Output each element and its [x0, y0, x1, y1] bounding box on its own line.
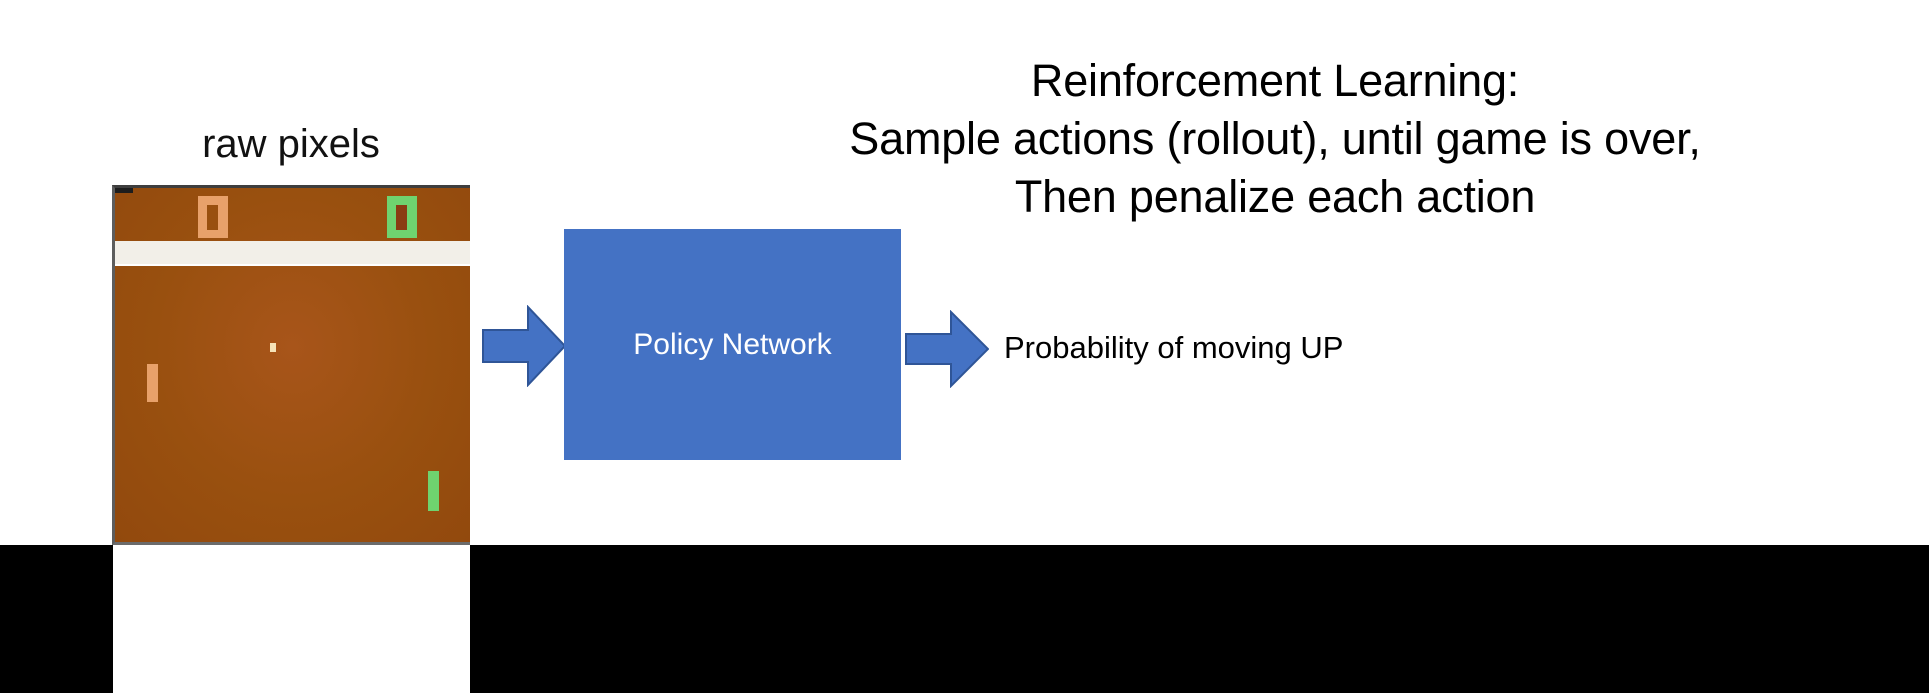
pong-score-right-hole	[396, 205, 407, 230]
pong-score-left-hole	[207, 205, 218, 230]
policy-network-label: Policy Network	[633, 327, 832, 361]
pong-paddle-left	[147, 364, 158, 402]
pong-score-left	[198, 196, 228, 238]
heading-line-3: Then penalize each action	[1014, 171, 1536, 222]
arrow-right-icon-output	[905, 310, 989, 388]
policy-network-box: Policy Network	[564, 229, 901, 460]
pong-score-right	[387, 196, 417, 238]
letterbox-bar-right	[470, 545, 1929, 693]
pong-bezel-notch	[115, 188, 133, 193]
arrow-right-icon-input	[482, 305, 566, 387]
pong-ball	[270, 343, 276, 352]
heading-line-2: Sample actions (rollout), until game is …	[849, 113, 1701, 164]
slide-heading: Reinforcement Learning: Sample actions (…	[640, 52, 1910, 226]
output-probability-label: Probability of moving UP	[1004, 330, 1344, 365]
pong-divider-band	[115, 241, 470, 266]
heading-line-1: Reinforcement Learning:	[1030, 55, 1520, 106]
pong-game-screen	[112, 185, 470, 545]
raw-pixels-caption: raw pixels	[202, 122, 380, 166]
letterbox-bar-left	[0, 545, 113, 693]
pong-paddle-right	[428, 471, 439, 511]
